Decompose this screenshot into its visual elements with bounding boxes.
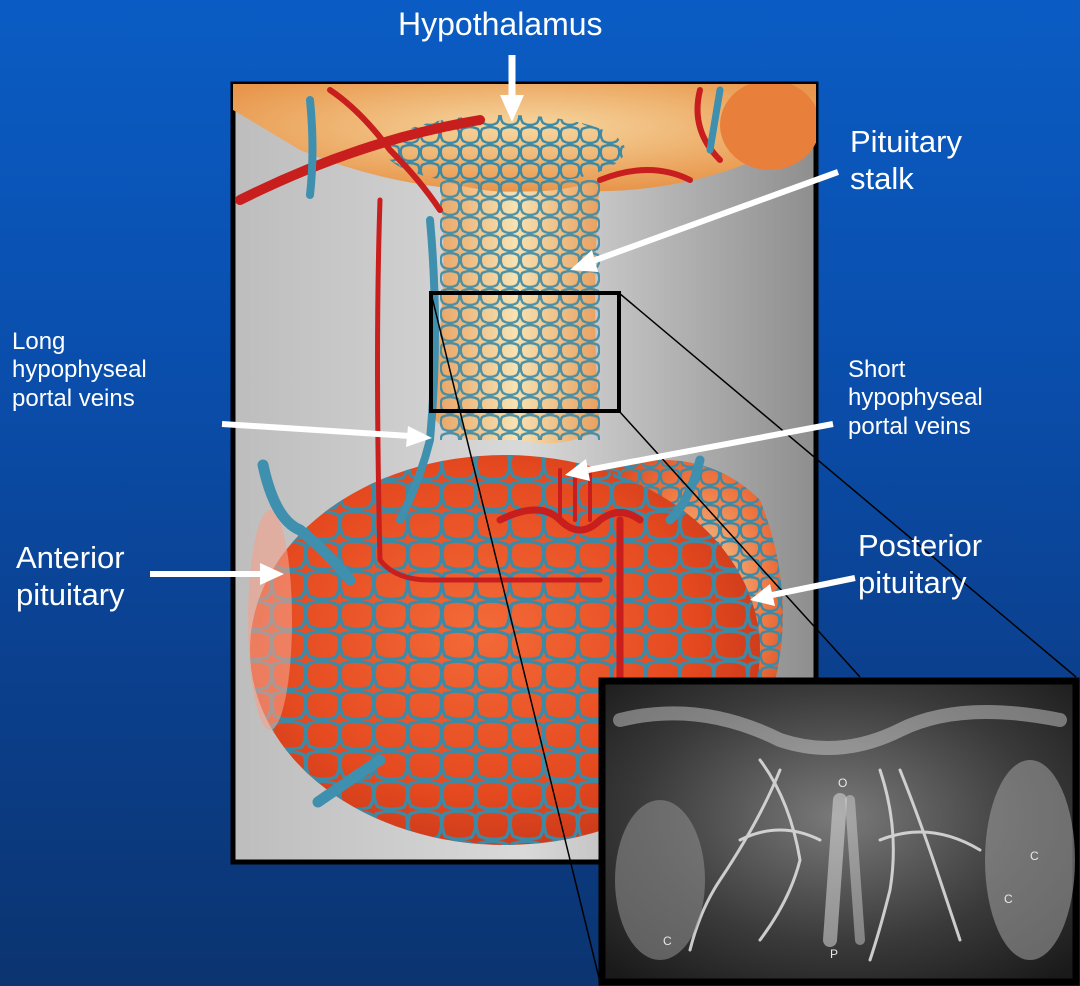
inset-photo: O C C C P [602,681,1076,982]
label-short-veins: Short hypophyseal portal veins [848,356,983,441]
label-posterior-pituitary: Posterior pituitary [858,528,982,601]
inset-letter-p: P [830,947,838,961]
label-long-veins-line2: hypophyseal [12,356,147,384]
inset-letter-c-right: C [1004,892,1013,906]
label-short-veins-line2: hypophyseal [848,384,983,412]
label-short-veins-line3: portal veins [848,413,983,441]
label-pituitary-stalk: Pituitary stalk [850,124,962,197]
label-posterior-line2: pituitary [858,565,982,602]
label-pituitary-stalk-line2: stalk [850,161,962,198]
label-anterior-line1: Anterior [16,540,125,577]
inset-letter-c-far: C [1030,849,1039,863]
label-anterior-line2: pituitary [16,577,125,614]
label-long-veins-line1: Long [12,328,147,356]
arrow-anterior [150,563,284,585]
label-posterior-line1: Posterior [858,528,982,565]
inset-letter-o: O [838,776,847,790]
label-long-veins-line3: portal veins [12,385,147,413]
inset-letter-c-left: C [663,934,672,948]
label-long-veins: Long hypophyseal portal veins [12,328,147,413]
label-pituitary-stalk-line1: Pituitary [850,124,962,161]
label-hypothalamus: Hypothalamus [398,6,603,44]
label-short-veins-line1: Short [848,356,983,384]
label-anterior-pituitary: Anterior pituitary [16,540,125,613]
